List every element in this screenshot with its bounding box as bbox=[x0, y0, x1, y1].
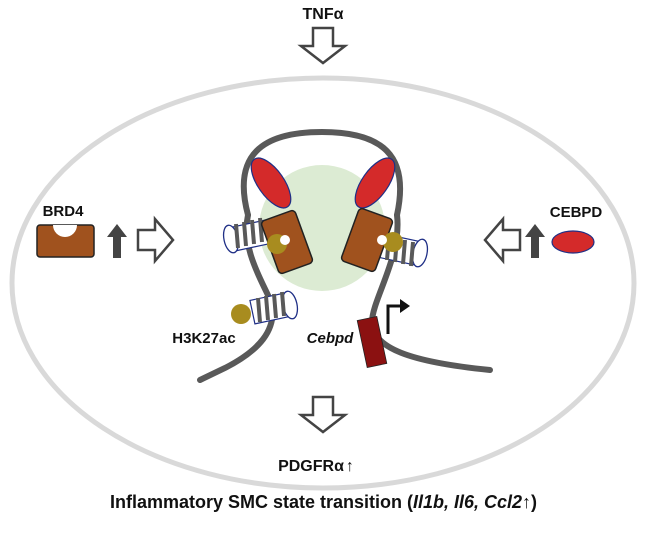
cebpd-icon bbox=[551, 230, 595, 254]
tnfa-down-arrow bbox=[297, 26, 349, 65]
caption-up-arrow: ↑ bbox=[522, 492, 532, 512]
cebpd-oval-left bbox=[250, 157, 292, 209]
pdgfra-down-arrow bbox=[297, 395, 349, 434]
h3k27ac-mark-lower bbox=[231, 304, 251, 324]
pdgfra-label: PDGFRα↑ bbox=[278, 458, 354, 475]
pdgfra-up-arrow: ↑ bbox=[346, 458, 354, 475]
cebpd-up-arrow bbox=[525, 224, 545, 258]
brd4-pocket-right bbox=[377, 235, 387, 245]
brd4-up-arrow bbox=[107, 224, 127, 258]
caption: Inflammatory SMC state transition (Il1b,… bbox=[109, 492, 538, 512]
nucleosome-left-upper bbox=[222, 217, 271, 254]
caption-genes: Il1b, Il6, Ccl2 bbox=[413, 492, 523, 512]
h3k27ac-mark-right bbox=[383, 232, 403, 252]
nucleosome-left-lower bbox=[249, 290, 299, 325]
brd4-icon bbox=[36, 224, 95, 258]
brd4-pocket-left bbox=[280, 235, 290, 245]
cebpd-promoter-box bbox=[356, 315, 388, 369]
cebpd-label: CEBPD bbox=[550, 204, 603, 221]
tnfa-label: TNFα bbox=[303, 6, 344, 23]
chromatin-loop bbox=[240, 128, 404, 218]
transcription-arrow-head bbox=[400, 299, 410, 313]
cell-outline bbox=[9, 75, 637, 491]
h3k27ac-label: H3K27ac bbox=[172, 330, 235, 347]
brd4-label: BRD4 bbox=[43, 203, 84, 220]
cebpd-oval-right bbox=[354, 157, 396, 209]
brd4-right-arrow bbox=[136, 215, 175, 265]
transcription-start-arrow bbox=[386, 304, 402, 334]
cebpd-gene-label: Cebpd bbox=[307, 330, 355, 347]
cebpd-left-arrow bbox=[483, 215, 522, 265]
